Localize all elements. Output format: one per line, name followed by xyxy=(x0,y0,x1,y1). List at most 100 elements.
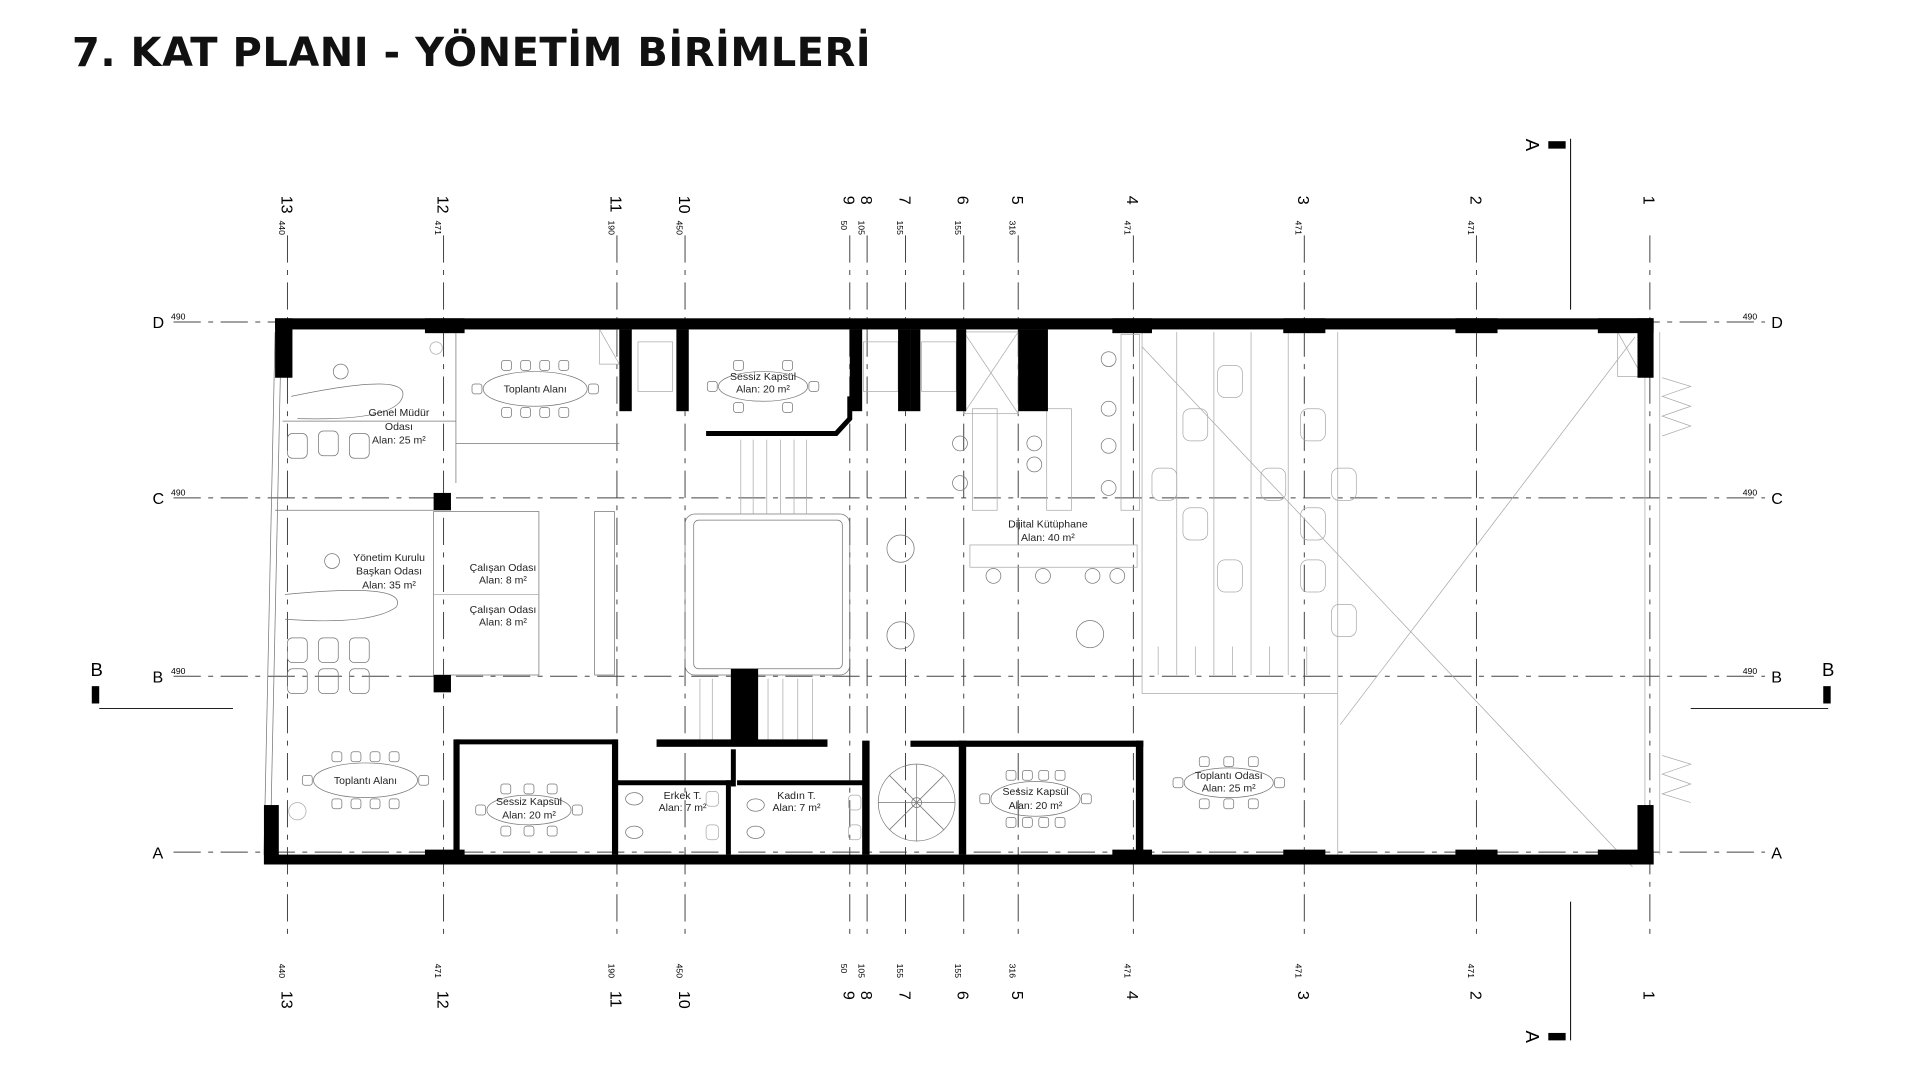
room-area: Alan: 20 m² xyxy=(736,384,790,396)
row-label: D xyxy=(1771,314,1783,332)
chair-icon xyxy=(1022,769,1033,781)
room-area: Alan: 7 m² xyxy=(659,802,707,814)
column-dimension: 155 xyxy=(895,220,905,235)
chair-icon xyxy=(1223,756,1235,768)
row-dimension: 490 xyxy=(1743,312,1758,322)
conference-table xyxy=(706,360,820,413)
column-dimension: 450 xyxy=(674,964,684,979)
column-label: 8 xyxy=(857,196,875,205)
column-label: 2 xyxy=(1466,196,1484,205)
conference-table xyxy=(979,769,1092,828)
chair-icon xyxy=(501,407,512,418)
chair-icon xyxy=(331,798,343,810)
room-yonetim-kurulu: Yönetim Kurulu Başkan Odası Alan: 35 m² xyxy=(353,552,425,591)
lounge-tables xyxy=(886,351,1126,650)
room-area: Alan: 20 m² xyxy=(1009,800,1063,812)
chair-icon xyxy=(539,407,551,418)
row-dimension: 490 xyxy=(171,312,186,322)
chair-icon xyxy=(558,360,570,371)
spiral-stair-icon xyxy=(877,763,956,842)
room-name: Kadın T. xyxy=(777,790,815,802)
column-dimension: 471 xyxy=(1466,964,1476,979)
room-area: Alan: 8 m² xyxy=(479,616,527,628)
row-label: B xyxy=(1771,668,1782,686)
room-toplanti-alani-top: Toplantı Alanı xyxy=(504,384,567,396)
chair-icon xyxy=(318,668,339,694)
conference-table xyxy=(475,783,583,837)
room-name: Çalışan Odası xyxy=(470,562,537,574)
column-dimension: 155 xyxy=(953,964,963,979)
chair-icon xyxy=(523,825,535,837)
row-dimension: 490 xyxy=(1743,666,1758,676)
section-b-left: B xyxy=(91,659,103,680)
column-label: 12 xyxy=(433,991,451,1009)
column-dimension: 50 xyxy=(839,220,849,230)
chair-icon xyxy=(287,433,308,459)
column-dimension: 190 xyxy=(606,220,616,235)
column-dimension: 471 xyxy=(1294,964,1304,979)
chair-icon xyxy=(523,783,535,795)
section-marker-tick xyxy=(1548,1032,1566,1041)
toilet-icon xyxy=(625,792,644,806)
section-b-right: B xyxy=(1822,659,1834,680)
row-label: C xyxy=(1771,490,1783,508)
table-top xyxy=(990,781,1081,817)
column-dimension: 471 xyxy=(433,220,443,235)
table-top xyxy=(718,371,809,402)
chair-icon xyxy=(349,637,370,663)
chair-icon xyxy=(1247,756,1259,768)
room-name: Başkan Odası xyxy=(356,566,422,578)
grid-labels: 1344013440124711247111190111901045010450… xyxy=(152,196,1783,1009)
sink-icon xyxy=(705,824,719,841)
chair-icon xyxy=(287,668,308,694)
room-kadin-wc: Kadın T. Alan: 7 m² xyxy=(773,790,821,814)
section-marker-tick xyxy=(1823,686,1831,704)
column-dimension: 440 xyxy=(277,964,287,979)
chair-icon xyxy=(1247,798,1259,810)
chair-icon xyxy=(1022,817,1033,828)
table-top xyxy=(313,762,418,798)
column-label: 12 xyxy=(433,196,451,214)
row-label: D xyxy=(152,314,164,332)
chair-icon xyxy=(1038,817,1050,828)
row-label: B xyxy=(152,668,163,686)
room-sessiz-kapsul-br: Sessiz Kapsül Alan: 20 m² xyxy=(1003,786,1069,812)
column-dimension: 471 xyxy=(1123,220,1133,235)
row-label: A xyxy=(152,844,163,862)
table-top xyxy=(482,371,588,407)
column-dimension: 50 xyxy=(839,964,849,974)
column-label: 1 xyxy=(1640,991,1658,1000)
column-label: 13 xyxy=(277,991,295,1009)
chair-icon xyxy=(979,793,991,805)
room-area: Alan: 25 m² xyxy=(372,434,426,446)
desk-icon xyxy=(291,383,404,420)
column-label: 7 xyxy=(895,991,913,1000)
shaft-cross-icon xyxy=(599,329,1643,415)
chair-icon xyxy=(733,402,744,413)
sink-icon xyxy=(705,791,719,807)
room-name: Dijital Kütüphane xyxy=(1008,519,1088,531)
table-top xyxy=(486,794,572,826)
chair-icon xyxy=(520,407,531,418)
room-toplanti-alani-bottom: Toplantı Alanı xyxy=(334,775,397,787)
chair-icon xyxy=(546,783,558,795)
column-label: 5 xyxy=(1008,196,1026,205)
chair-icon xyxy=(571,804,583,816)
chair-icon xyxy=(349,433,370,459)
chair-icon xyxy=(369,798,381,810)
column-label: 9 xyxy=(840,196,858,205)
chair-icon xyxy=(500,825,512,837)
chair-icon xyxy=(501,360,512,371)
plant-icon xyxy=(429,341,443,355)
chair-icon xyxy=(1172,777,1184,789)
column-dimension: 105 xyxy=(856,964,866,979)
plant-icon xyxy=(288,802,307,821)
room-name: Toplantı Odası xyxy=(1195,770,1263,782)
room-name: Odası xyxy=(385,421,413,433)
section-marker-tick xyxy=(91,686,100,704)
column-dimension: 155 xyxy=(895,964,905,979)
row-label: A xyxy=(1771,844,1782,862)
chair-icon xyxy=(318,430,339,457)
column-dimension: 316 xyxy=(1008,220,1018,235)
